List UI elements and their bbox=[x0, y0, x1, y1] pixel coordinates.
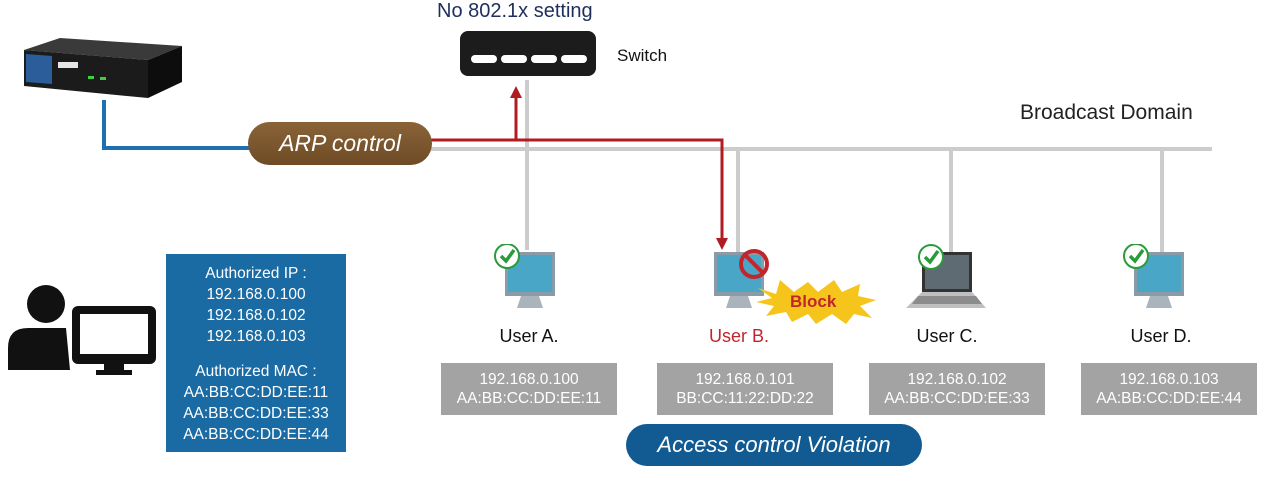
admin-icon bbox=[8, 285, 156, 375]
arp-switch-path bbox=[430, 96, 518, 142]
user-b-ip: 192.168.0.101 bbox=[695, 371, 795, 388]
authorized-mac: AA:BB:CC:DD:EE:11 bbox=[183, 384, 329, 401]
user-d-label: User D. bbox=[1130, 326, 1192, 346]
user-a-info-box: 192.168.0.100 AA:BB:CC:DD:EE:11 bbox=[441, 363, 617, 415]
switch-icon bbox=[460, 31, 596, 76]
arp-userb-path bbox=[430, 138, 724, 240]
user-c-info-box: 192.168.0.102 AA:BB:CC:DD:EE:33 bbox=[869, 363, 1045, 415]
broadcast-domain-label: Broadcast Domain bbox=[1020, 101, 1193, 124]
authorized-ip: 192.168.0.102 bbox=[206, 307, 306, 324]
user-a-label: User A. bbox=[499, 326, 559, 346]
arp-control-pill: ARP control bbox=[248, 122, 432, 165]
user-a-computer-icon bbox=[494, 244, 555, 308]
user-a-ip: 192.168.0.100 bbox=[479, 371, 579, 388]
appliance-link-line bbox=[102, 100, 250, 150]
block-label: Block bbox=[790, 292, 837, 311]
user-a-mac: AA:BB:CC:DD:EE:11 bbox=[456, 390, 602, 407]
user-b-info-box: 192.168.0.101 BB:CC:11:22:DD:22 bbox=[657, 363, 833, 415]
user-d-mac: AA:BB:CC:DD:EE:44 bbox=[1096, 390, 1242, 407]
block-burst-icon bbox=[756, 280, 876, 324]
user-c-laptop-icon bbox=[906, 244, 986, 308]
authorized-list-panel: Authorized IP : 192.168.0.100 192.168.0.… bbox=[166, 254, 346, 452]
arp-control-label: ARP control bbox=[279, 130, 401, 156]
authorized-mac-heading: Authorized MAC : bbox=[195, 363, 317, 380]
user-c-ip: 192.168.0.102 bbox=[907, 371, 1007, 388]
access-violation-pill: Access control Violation bbox=[626, 424, 922, 466]
user-b-computer-icon bbox=[714, 249, 769, 308]
user-b-label: User B. bbox=[708, 326, 769, 346]
user-c-mac: AA:BB:CC:DD:EE:33 bbox=[884, 390, 1030, 407]
diagram-title: No 802.1x setting bbox=[437, 0, 593, 22]
user-b-mac: BB:CC:11:22:DD:22 bbox=[676, 390, 814, 407]
user-d-info-box: 192.168.0.103 AA:BB:CC:DD:EE:44 bbox=[1081, 363, 1257, 415]
user-c-label: User C. bbox=[916, 326, 978, 346]
arp-userb-arrowhead bbox=[716, 238, 728, 250]
authorized-mac: AA:BB:CC:DD:EE:33 bbox=[183, 405, 329, 422]
authorized-ip: 192.168.0.100 bbox=[206, 286, 306, 303]
authorized-mac: AA:BB:CC:DD:EE:44 bbox=[183, 426, 329, 443]
user-d-ip: 192.168.0.103 bbox=[1119, 371, 1219, 388]
arp-switch-arrowhead bbox=[510, 86, 522, 98]
authorized-ip: 192.168.0.103 bbox=[206, 328, 306, 345]
switch-label: Switch bbox=[617, 46, 668, 65]
authorized-ip-heading: Authorized IP : bbox=[205, 265, 307, 282]
access-violation-label: Access control Violation bbox=[657, 432, 891, 457]
appliance-icon bbox=[24, 38, 182, 98]
user-d-computer-icon bbox=[1123, 244, 1184, 308]
